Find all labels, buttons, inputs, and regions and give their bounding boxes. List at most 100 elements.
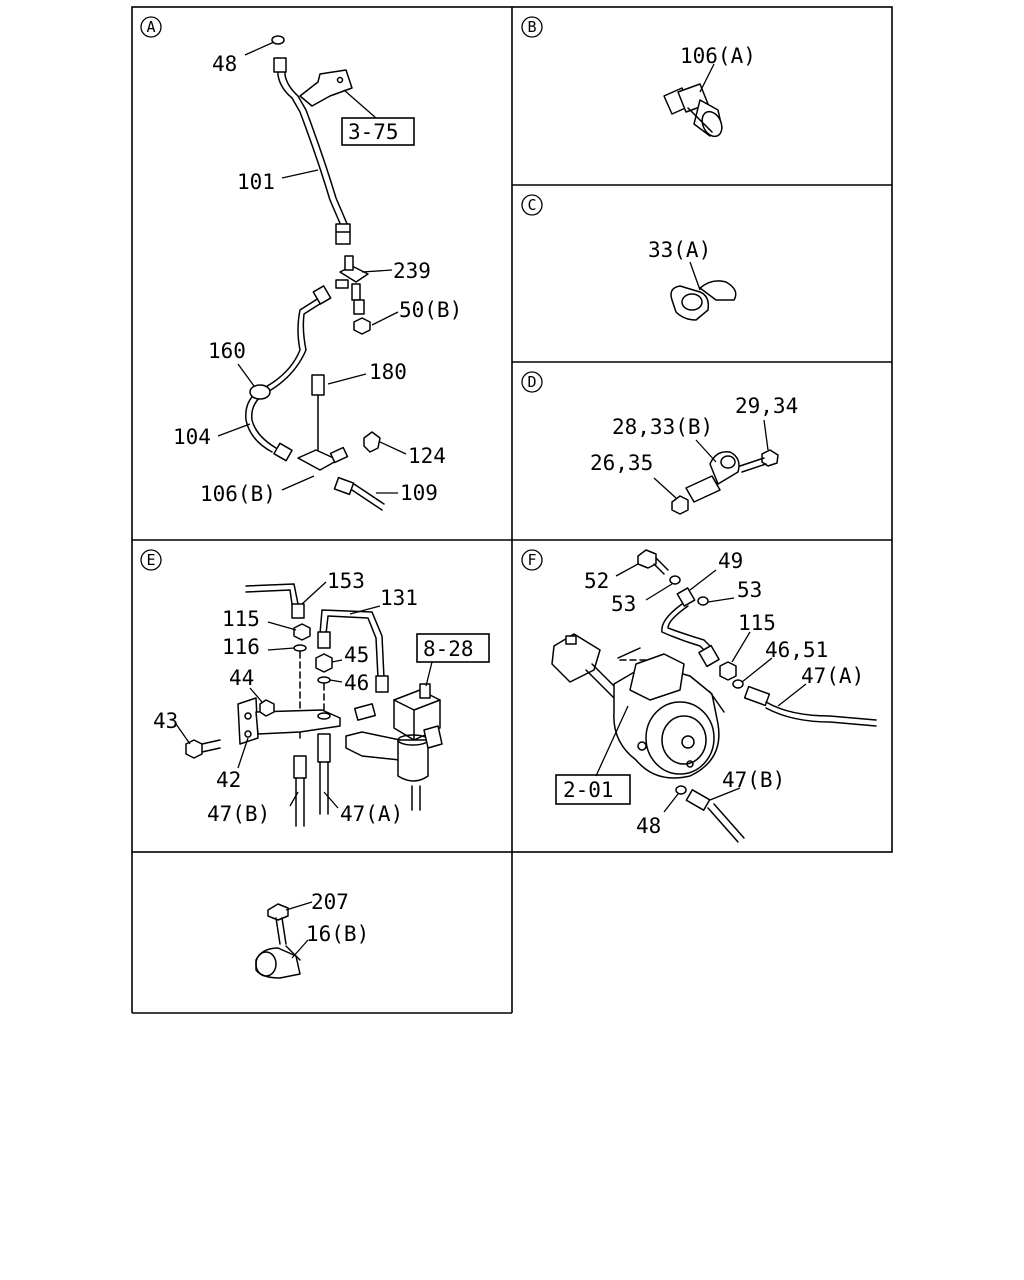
panel-d-badge: D xyxy=(521,371,543,393)
label-106a: 106(A) xyxy=(680,44,756,68)
label-16b: 16(B) xyxy=(306,922,369,946)
bracket-42 xyxy=(237,697,341,745)
panel-g: 207 16(B) xyxy=(255,890,369,979)
panel-f-letter: F xyxy=(527,551,536,569)
panel-a-letter: A xyxy=(146,18,155,36)
label-53-right: 53 xyxy=(737,578,762,602)
bolt-43 xyxy=(185,739,221,759)
label-104: 104 xyxy=(173,425,211,449)
label-50b: 50(B) xyxy=(399,298,462,322)
label-52: 52 xyxy=(584,569,609,593)
panel-c-badge: C xyxy=(521,194,543,216)
label-160: 160 xyxy=(208,339,246,363)
label-109: 109 xyxy=(400,481,438,505)
nut-115-e xyxy=(293,623,311,641)
label-47a-e: 47(A) xyxy=(340,802,403,826)
panel-f: F xyxy=(521,549,877,843)
electric-connector xyxy=(551,633,621,699)
panel-e-badge: E xyxy=(140,549,162,571)
label-131: 131 xyxy=(380,586,418,610)
hose-47a-e xyxy=(317,733,331,815)
nut-45 xyxy=(315,653,333,673)
label-115-f: 115 xyxy=(738,611,776,635)
label-46-51: 46,51 xyxy=(765,638,828,662)
label-48-f: 48 xyxy=(636,814,661,838)
panel-c: C 33(A) xyxy=(521,194,737,321)
nut-50b xyxy=(353,317,371,335)
washer-48 xyxy=(675,785,687,795)
bolt-207 xyxy=(267,903,289,945)
label-43: 43 xyxy=(153,709,178,733)
label-26-35: 26,35 xyxy=(590,451,653,475)
nut-115-f xyxy=(719,661,737,681)
washer-46-51 xyxy=(732,679,744,689)
label-45: 45 xyxy=(344,643,369,667)
leaders-f xyxy=(595,563,807,813)
label-29-34: 29,34 xyxy=(735,394,798,418)
ref-box-8-28 xyxy=(416,633,490,663)
hose-109 xyxy=(333,476,385,511)
leaders-a xyxy=(217,41,407,494)
panel-b: B 106(A) xyxy=(521,16,756,138)
label-33a: 33(A) xyxy=(648,238,711,262)
label-42: 42 xyxy=(216,768,241,792)
ref-box-2-01 xyxy=(555,774,631,805)
tee-106b xyxy=(297,431,381,471)
washer-53-left xyxy=(669,575,681,585)
label-53-left: 53 xyxy=(611,592,636,616)
label-2-01: 2-01 xyxy=(563,778,614,802)
fitting-180 xyxy=(311,374,325,461)
label-153: 153 xyxy=(327,569,365,593)
nut-44 xyxy=(259,699,275,717)
label-239: 239 xyxy=(393,259,431,283)
vacuum-pump xyxy=(613,647,725,779)
hose-47b-e xyxy=(293,755,307,827)
hose-47a-f xyxy=(743,685,877,727)
bolt-52 xyxy=(637,549,669,575)
bolt-29-34 xyxy=(739,449,779,473)
fitting-106a xyxy=(663,83,723,138)
panel-a: A xyxy=(140,16,462,511)
label-47a-f: 47(A) xyxy=(801,664,864,688)
label-3-75: 3-75 xyxy=(348,120,399,144)
label-115-e: 115 xyxy=(222,607,260,631)
panel-d-letter: D xyxy=(527,373,536,391)
label-8-28: 8-28 xyxy=(423,637,474,661)
pipe-104 xyxy=(245,285,332,462)
nut-26-35 xyxy=(671,495,689,515)
label-49: 49 xyxy=(718,549,743,573)
label-106b: 106(B) xyxy=(200,482,276,506)
bracket-28-33b xyxy=(685,451,740,503)
solenoid-valve xyxy=(345,683,443,811)
pipe-153 xyxy=(245,583,305,619)
washer-116 xyxy=(293,644,307,652)
label-47b-f: 47(B) xyxy=(722,768,785,792)
hose-47b-f xyxy=(685,789,745,843)
clip-16b xyxy=(255,945,301,979)
label-46: 46 xyxy=(344,671,369,695)
panel-grid xyxy=(131,6,893,1014)
pipe-131 xyxy=(317,609,389,693)
leaders-e xyxy=(175,581,433,809)
label-101: 101 xyxy=(237,170,275,194)
panel-c-letter: C xyxy=(527,196,536,214)
label-124: 124 xyxy=(408,444,446,468)
label-207: 207 xyxy=(311,890,349,914)
label-180: 180 xyxy=(369,360,407,384)
washer-46 xyxy=(317,676,331,684)
label-116: 116 xyxy=(222,635,260,659)
hose-101 xyxy=(271,35,353,245)
panel-b-badge: B xyxy=(521,16,543,38)
connector-239 xyxy=(335,255,369,315)
pipe-49 xyxy=(661,587,720,668)
panel-e: E xyxy=(140,549,490,827)
label-44: 44 xyxy=(229,666,254,690)
label-47b-e: 47(B) xyxy=(207,802,270,826)
label-48: 48 xyxy=(212,52,237,76)
panel-d: D 29,34 28,33(B) 26,35 xyxy=(521,371,798,515)
panel-a-badge: A xyxy=(140,16,162,38)
ref-box-3-75 xyxy=(341,117,415,146)
label-28-33b: 28,33(B) xyxy=(612,415,713,439)
panel-f-badge: F xyxy=(521,549,543,571)
